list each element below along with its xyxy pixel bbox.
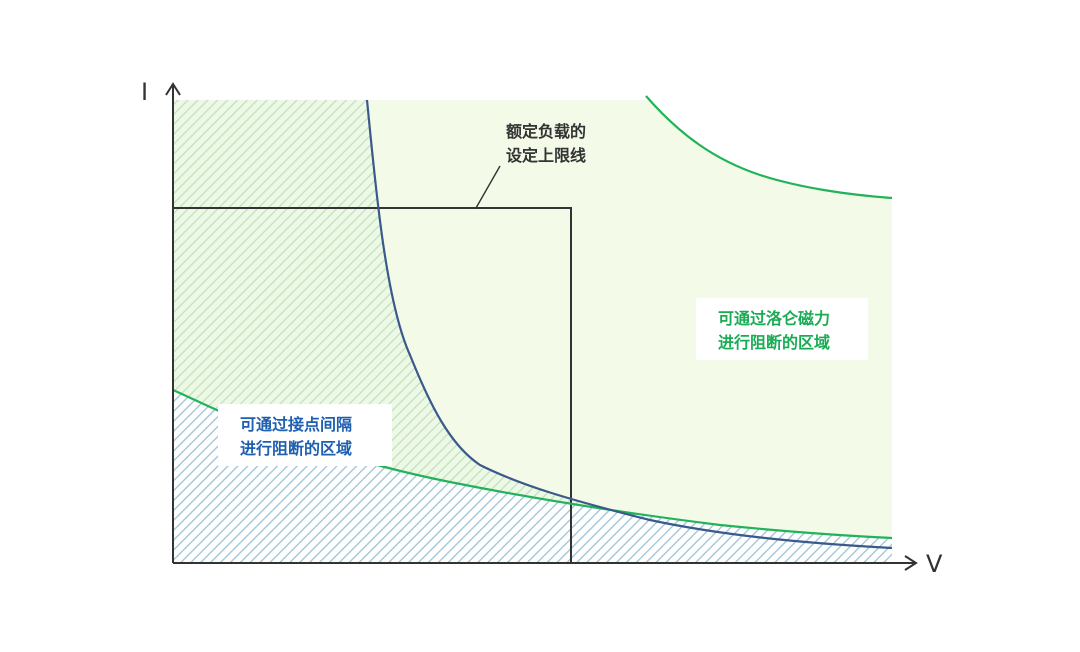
contact-gap-label-box	[218, 404, 392, 466]
outer-white-region	[646, 96, 892, 198]
rated-load-label-line1: 额定负载的	[506, 122, 586, 141]
contact-gap-blue-hatch-region	[173, 390, 892, 563]
rated-load-limit-box	[173, 207, 572, 563]
y-axis-label: I	[141, 78, 148, 106]
lorentz-label-line1: 可通过洛仑磁力	[718, 309, 830, 328]
rated-load-pointer	[475, 165, 501, 209]
lorentz-label-box	[696, 298, 868, 360]
upper-green-curve	[645, 95, 893, 200]
x-axis-label: V	[926, 550, 943, 578]
contact-gap-label-line1: 可通过接点间隔	[240, 415, 352, 434]
x-axis-arrow-icon	[904, 555, 918, 571]
y-axis-arrow-icon	[165, 82, 181, 96]
lorentz-label-line2: 进行阻断的区域	[718, 333, 830, 352]
rated-load-label-line2: 设定上限线	[506, 146, 586, 165]
blue-curve	[365, 99, 893, 550]
contact-gap-label-line2: 进行阻断的区域	[240, 439, 352, 458]
